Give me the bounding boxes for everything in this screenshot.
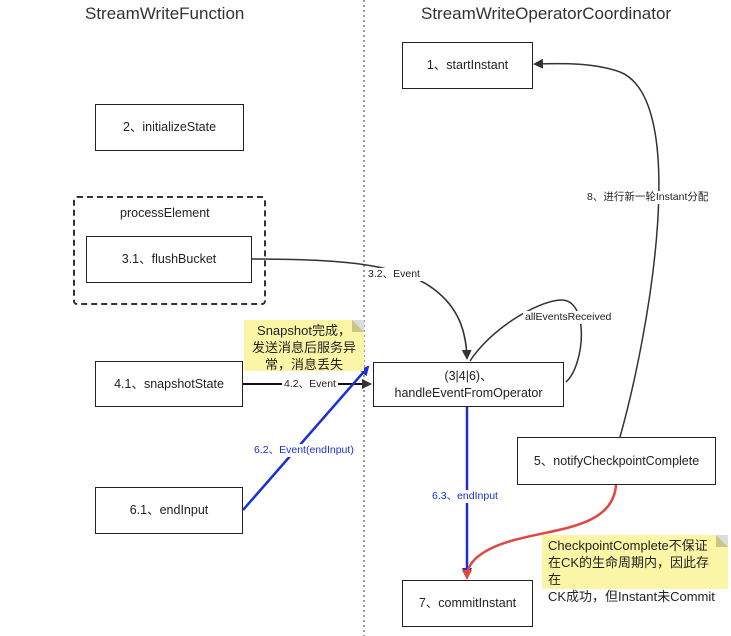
note-fold-icon — [352, 320, 364, 332]
node-handle-event: (3|4|6)、 handleEventFromOperator — [373, 362, 564, 407]
edge-flush-to-handle — [251, 258, 472, 360]
edge-endinput-to-handle — [242, 365, 370, 511]
node-snapshot-state-label: 4.1、snapshotState — [114, 376, 224, 391]
node-end-input: 6.1、endInput — [95, 487, 243, 534]
node-start-instant-label: 1、startInstant — [426, 58, 509, 73]
snapshot-note-line2: 发送消息后服务异 — [251, 339, 356, 355]
edge-label-end-input-63: 6.3、endInput — [430, 490, 500, 503]
node-start-instant: 1、startInstant — [402, 42, 533, 89]
node-flush-bucket-label: 3.1、flushBucket — [121, 252, 217, 267]
edge-label-new-instant: 8、进行新一轮Instant分配 — [585, 191, 711, 204]
checkpoint-note-line1: CheckpointComplete不保证 — [548, 538, 708, 553]
right-lane-title: StreamWriteOperatorCoordinator — [421, 4, 672, 23]
node-flush-bucket: 3.1、flushBucket — [86, 236, 252, 283]
checkpoint-note-line2: 在CK的生命周期内，因此存在 — [548, 554, 710, 587]
left-lane-title: StreamWriteFunction — [85, 4, 245, 23]
checkpoint-note-line3: CK成功，但Instant未Commit — [548, 588, 715, 604]
node-notify-checkpoint: 5、notifyCheckpointComplete — [517, 437, 716, 485]
node-commit-instant-label: 7、commitInstant — [418, 596, 517, 611]
snapshot-note-line1: Snapshot完成， — [257, 323, 351, 338]
node-end-input-label: 6.1、endInput — [129, 503, 209, 518]
node-commit-instant: 7、commitInstant — [402, 580, 533, 627]
node-handle-event-line2: handleEventFromOperator — [394, 385, 543, 400]
note-fold-icon — [716, 535, 728, 547]
node-notify-checkpoint-label: 5、notifyCheckpointComplete — [533, 453, 700, 468]
edge-notify-to-start — [533, 58, 660, 438]
edge-label-event-62: 6.2、Event(endInput) — [252, 444, 356, 457]
process-element-group-label: processElement — [120, 206, 210, 220]
edge-all-events-loop — [469, 299, 583, 383]
edge-notify-to-commit — [462, 484, 618, 580]
node-snapshot-state: 4.1、snapshotState — [95, 361, 243, 407]
node-initialize-state-label: 2、initializeState — [122, 120, 217, 135]
snapshot-note-line3: 常，消息丢失 — [264, 356, 343, 372]
edge-label-event-32: 3.2、Event — [366, 268, 422, 281]
node-initialize-state: 2、initializeState — [95, 104, 244, 151]
edge-label-event-42: 4.2、Event — [282, 378, 338, 391]
checkpoint-note: CheckpointComplete不保证 在CK的生命周期内，因此存在 CK成… — [542, 535, 728, 604]
edge-label-all-events-received: allEventsReceived — [523, 311, 614, 324]
node-handle-event-line1: (3|4|6)、 — [444, 368, 493, 383]
snapshot-note: Snapshot完成， 发送消息后服务异 常，消息丢失 — [244, 320, 364, 372]
process-element-group — [73, 196, 266, 305]
